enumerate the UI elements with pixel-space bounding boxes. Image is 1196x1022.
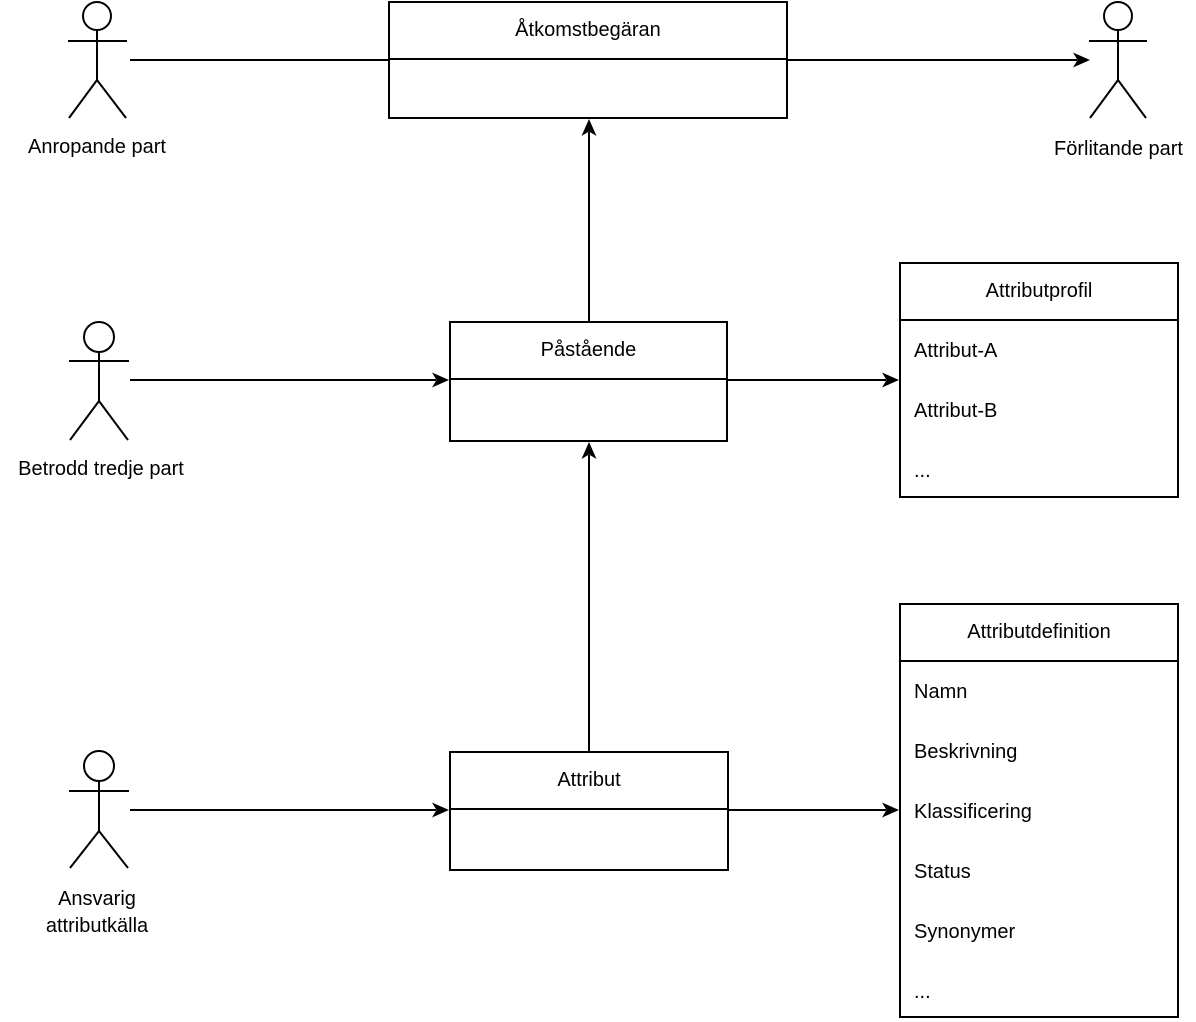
connector-pastaende-to-attributprofil bbox=[728, 372, 899, 388]
actor-head bbox=[83, 750, 115, 782]
attributdefinition-item: Beskrivning bbox=[914, 740, 1018, 763]
connector-pastaende-to-atkomstbegaran bbox=[581, 119, 597, 321]
connector-attribut-to-pastaende bbox=[581, 442, 597, 751]
actor-left-leg bbox=[69, 830, 100, 869]
actor-label-betrodd-tredje-part: Betrodd tredje part bbox=[18, 458, 184, 480]
attributprofil-item: ... bbox=[914, 459, 931, 482]
box-pastaende-body bbox=[451, 380, 726, 440]
actor-left-leg bbox=[68, 79, 98, 119]
box-pastaende-title: Påstående bbox=[451, 323, 726, 380]
actor-head bbox=[83, 321, 115, 353]
attributdefinition-item: Status bbox=[914, 860, 971, 883]
actor-betrodd-tredje-part-figure bbox=[69, 321, 129, 441]
box-atkomstbegaran-title: Åtkomstbegäran bbox=[390, 3, 786, 60]
box-attribut-title: Attribut bbox=[451, 753, 727, 810]
arrowhead-right-icon bbox=[882, 372, 899, 388]
box-atkomstbegaran: Åtkomstbegäran bbox=[388, 1, 788, 119]
attributdefinition-item: Klassificering bbox=[914, 800, 1032, 823]
connector-ansvarig-to-attribut bbox=[130, 802, 449, 818]
attributdefinition-item: Synonymer bbox=[914, 920, 1016, 943]
attributprofil-item: Attribut-B bbox=[914, 399, 998, 422]
box-attribut: Attribut bbox=[449, 751, 729, 871]
box-attributprofil-body: Attribut-A Attribut-B ... bbox=[901, 321, 1177, 496]
arrowhead-right-icon bbox=[1073, 52, 1090, 68]
connector-betrodd-to-pastaende bbox=[130, 372, 449, 388]
actor-right-leg bbox=[96, 79, 127, 119]
actor-label-ansvarig-attributkalla: Ansvarig attributkälla bbox=[0, 886, 194, 940]
box-attributdefinition-body: Namn Beskrivning Klassificering Status S… bbox=[901, 662, 1177, 1016]
attributprofil-item: Attribut-A bbox=[914, 339, 998, 362]
actor-head bbox=[82, 1, 112, 31]
actor-label-line: Ansvarig bbox=[58, 888, 136, 910]
box-pastaende: Påstående bbox=[449, 321, 728, 442]
actor-forlitande-part-figure bbox=[1089, 1, 1147, 119]
box-attributdefinition: Attributdefinition Namn Beskrivning Klas… bbox=[899, 603, 1179, 1018]
actor-right-leg bbox=[98, 830, 129, 869]
box-attributdefinition-title: Attributdefinition bbox=[901, 605, 1177, 662]
box-attributprofil-title: Attributprofil bbox=[901, 264, 1177, 321]
attributdefinition-item: Namn bbox=[914, 680, 968, 703]
actor-anropande-part-figure bbox=[68, 1, 127, 119]
box-atkomstbegaran-body bbox=[390, 60, 786, 117]
actor-head bbox=[1103, 1, 1133, 31]
connector-attribut-to-attributdefinition bbox=[729, 802, 899, 818]
box-attribut-body bbox=[451, 810, 727, 869]
actor-right-leg bbox=[98, 400, 129, 441]
actor-label-line: attributkälla bbox=[45, 915, 149, 937]
actor-left-leg bbox=[1089, 79, 1119, 119]
actor-label-anropande-part: Anropande part bbox=[28, 136, 166, 158]
arrowhead-right-icon bbox=[432, 802, 449, 818]
actor-right-leg bbox=[1117, 79, 1147, 119]
attributdefinition-item: ... bbox=[914, 980, 931, 1003]
actor-ansvarig-attributkalla-figure bbox=[69, 750, 129, 869]
actor-label-forlitande-part: Förlitande part bbox=[1054, 138, 1183, 160]
arrowhead-right-icon bbox=[882, 802, 899, 818]
box-attributprofil: Attributprofil Attribut-A Attribut-B ... bbox=[899, 262, 1179, 498]
arrowhead-right-icon bbox=[432, 372, 449, 388]
arrowhead-up-icon bbox=[581, 442, 597, 459]
arrowhead-up-icon bbox=[581, 119, 597, 136]
actor-left-leg bbox=[69, 400, 100, 441]
